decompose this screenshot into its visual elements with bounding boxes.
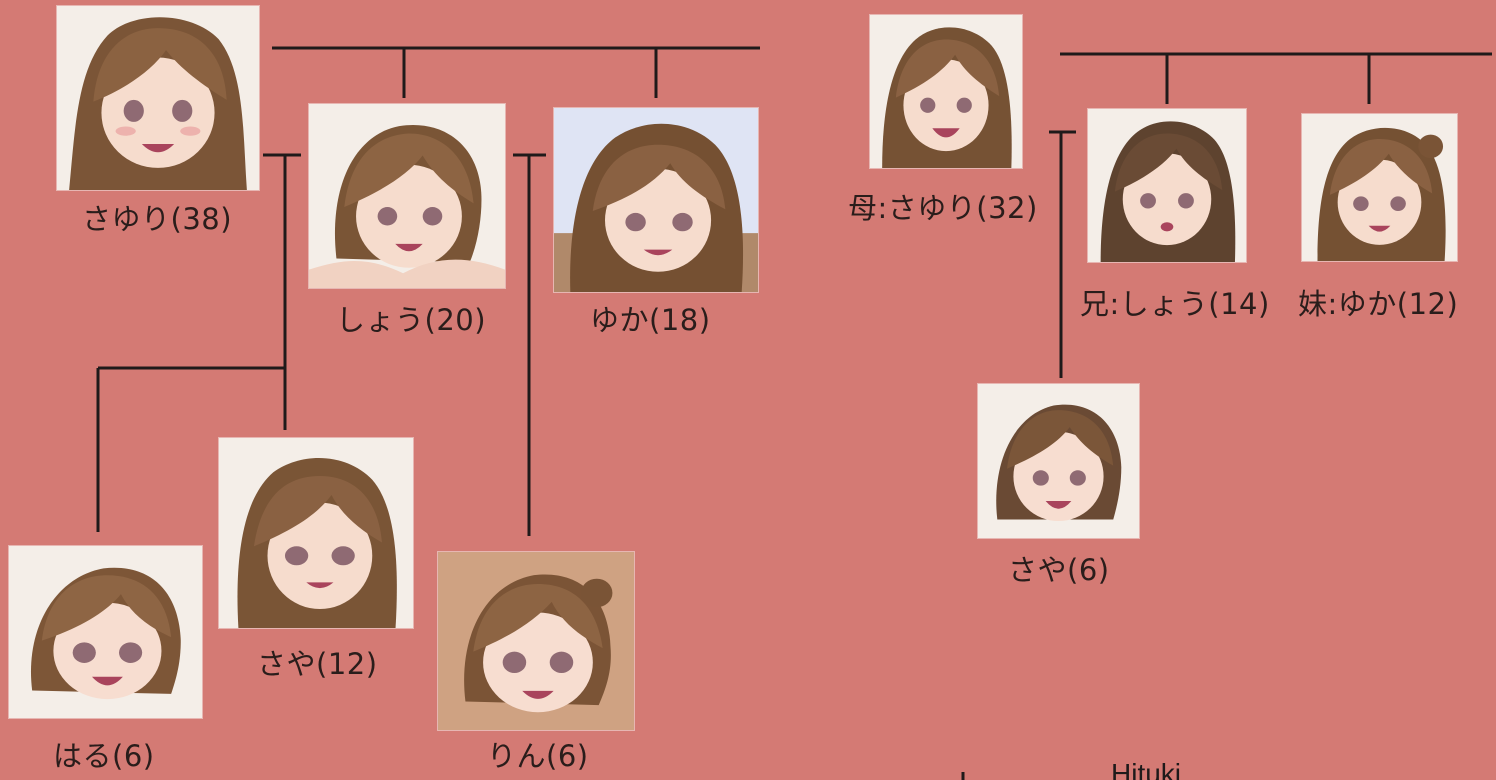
saya-12-portrait [219,438,413,628]
haru-6-portrait [9,546,202,718]
saya-6-portrait [978,384,1139,538]
brother-shou-14-label: 兄:しょう(14) [1080,287,1270,321]
sister-yuka-12-portrait [1302,114,1457,261]
brother-shou-14-portrait [1088,109,1246,262]
sayuri-38-label: さゆり(38) [82,202,233,236]
haru-6-label: はる(6) [53,739,155,773]
shou-20-label: しょう(20) [336,303,487,337]
mother-sayuri-32-label: 母:さゆり(32) [848,191,1038,225]
rin-6-label: りん(6) [487,739,589,773]
mother-sayuri-32-portrait [870,15,1022,168]
saya-12-label: さや(12) [257,647,378,681]
artist-credit: Hituki [1111,758,1182,780]
rin-6-portrait [438,552,634,730]
sayuri-38-portrait [57,6,259,190]
yuka-18-portrait [554,108,758,292]
yuka-18-label: ゆか(18) [590,303,711,337]
shou-20-portrait [309,104,505,288]
sister-yuka-12-label: 妹:ゆか(12) [1298,287,1459,321]
saya-6-label: さや(6) [1008,553,1110,587]
